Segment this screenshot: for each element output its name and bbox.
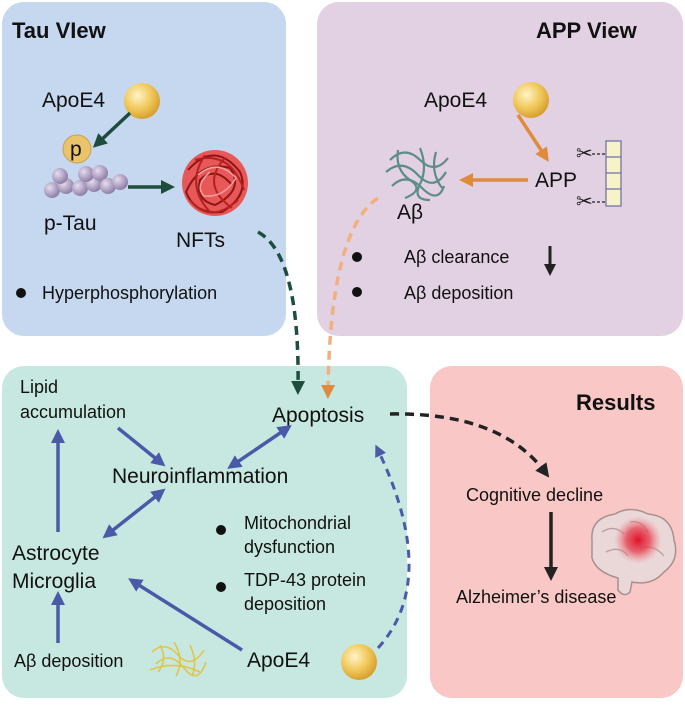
- arrow-apoe4-to-ptau: [92, 111, 132, 148]
- arrow-apoe4-to-microglia: [128, 578, 243, 652]
- abeta-deposition-label: Aβ deposition: [14, 651, 123, 671]
- hyperphosphorylation-text: Hyperphosphorylation: [42, 283, 217, 303]
- results-panel: Results Cognitive decline Alzheimer’s di…: [430, 366, 683, 698]
- arrow-apoe4-to-app: [516, 114, 549, 162]
- apoe4-sphere-icon: [513, 82, 549, 118]
- arrow-nfts-to-apoptosis: [257, 230, 306, 395]
- results-panel-title: Results: [576, 390, 655, 415]
- arrow-lipid-to-neuroinflammation: [116, 426, 166, 467]
- nfts-label: NFTs: [176, 229, 225, 252]
- abeta-fibril-icon: [385, 147, 449, 202]
- abeta-deposition-text: Aβ deposition: [404, 283, 513, 303]
- cognitive-decline-label: Cognitive decline: [466, 485, 603, 505]
- mech-apoe4-label: ApoE4: [247, 649, 310, 672]
- tau-view-panel: Tau VIew ApoE4 p p-Tau NFTs Hyperphospho…: [2, 2, 286, 336]
- neuroinflammation-label: Neuroinflammation: [112, 465, 288, 488]
- p-tau-chain-icon: [44, 165, 128, 198]
- app-view-panel: APP View ApoE4 APP ✂ ✂ Aβ Aβ clearance: [317, 2, 683, 336]
- apoe4-sphere-icon: [124, 83, 160, 119]
- tau-bullet-dot: [16, 288, 26, 298]
- svg-text:✂: ✂: [576, 143, 593, 165]
- tdp43-label-line1: TDP-43 protein: [244, 570, 366, 590]
- mito-label-line2: dysfunction: [244, 537, 335, 557]
- phosphate-icon: [62, 134, 92, 164]
- p-tau-label: p-Tau: [44, 212, 97, 235]
- tdp43-label-line2: deposition: [244, 594, 326, 614]
- app-apoe4-label: ApoE4: [424, 89, 487, 112]
- tau-panel-title: Tau VIew: [12, 18, 107, 43]
- phosphate-label: p: [70, 138, 82, 161]
- arrow-apoptosis-to-cognitive: [389, 412, 550, 478]
- arrow-neuroinflammation-apoptosis: [227, 425, 292, 469]
- arrow-abeta-to-apoptosis: [321, 196, 379, 399]
- app-panel-background: [317, 2, 683, 336]
- abeta-clearance-text: Aβ clearance: [404, 247, 509, 267]
- tdp43-bullet-dot: [216, 582, 226, 592]
- lipid-label-line1: Lipid: [20, 377, 58, 397]
- brain-icon: [591, 508, 677, 596]
- svg-text:✂: ✂: [576, 191, 593, 213]
- apoe4-sphere-icon: [341, 644, 377, 680]
- arrow-apoe4-to-apoptosis: [375, 444, 411, 650]
- tau-panel-background: [2, 2, 286, 336]
- results-panel-background: [430, 366, 683, 698]
- app-panel-title: APP View: [536, 18, 638, 43]
- lipid-label-line2: accumulation: [20, 402, 126, 422]
- app-bullet-dot-1: [352, 252, 362, 262]
- app-bullet-dot-2: [352, 287, 362, 297]
- arrow-neuroinflammation-astrocyte: [102, 488, 166, 539]
- mito-bullet-dot: [216, 525, 226, 535]
- mechanism-panel-background: [2, 366, 407, 698]
- app-scissors-icon: ✂ ✂: [576, 140, 622, 213]
- apoptosis-label: Apoptosis: [272, 404, 364, 427]
- abeta-plaque-icon: [149, 641, 207, 677]
- mito-label-line1: Mitochondrial: [244, 513, 351, 533]
- microglia-label: Microglia: [12, 570, 96, 593]
- tau-apoe4-label: ApoE4: [42, 89, 105, 112]
- abeta-label: Aβ: [397, 201, 423, 224]
- app-label: APP: [535, 169, 577, 192]
- astrocyte-label: Astrocyte: [12, 542, 100, 565]
- nft-tangle-icon: [182, 150, 248, 216]
- alzheimers-label: Alzheimer’s disease: [456, 587, 616, 607]
- mechanism-panel: Lipid accumulation Apoptosis Neuroinflam…: [2, 366, 411, 698]
